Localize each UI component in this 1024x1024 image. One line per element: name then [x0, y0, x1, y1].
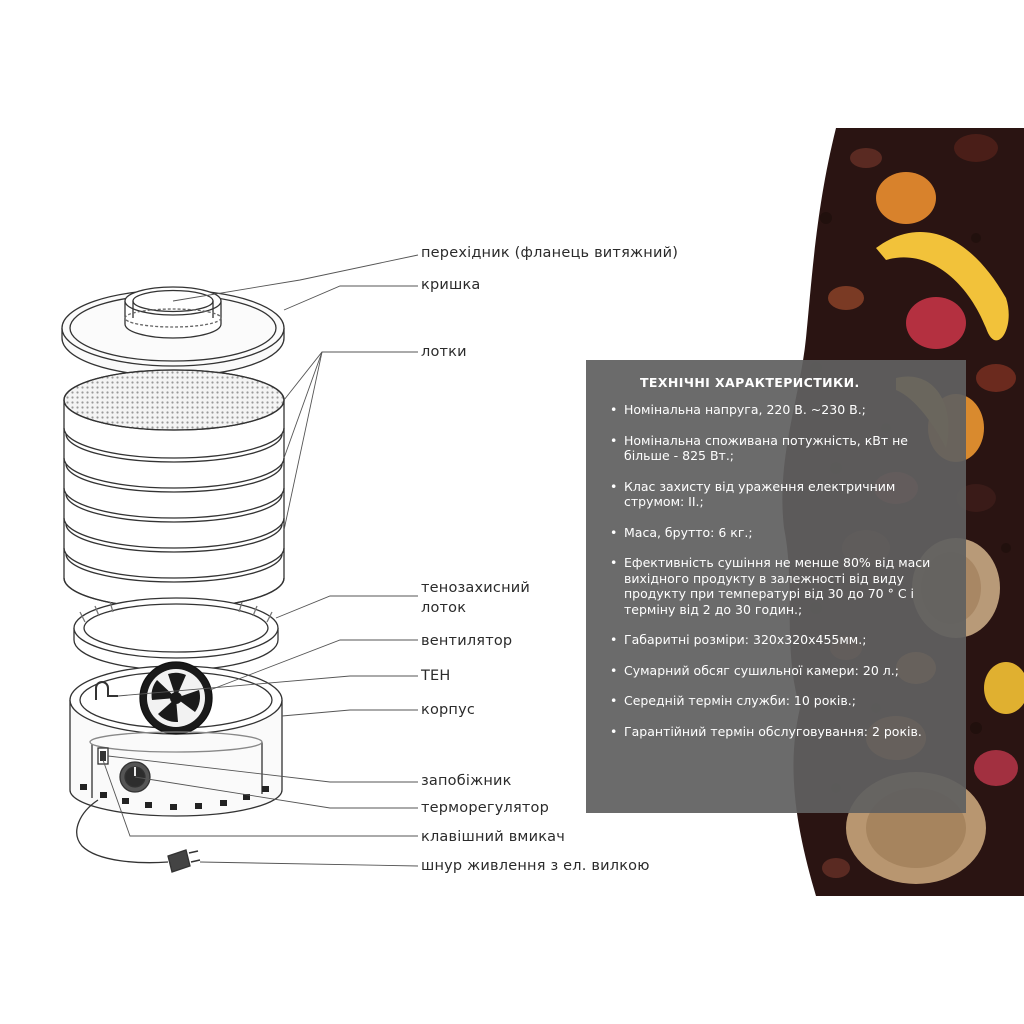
leader-lines — [102, 254, 419, 867]
label-lid: кришка — [421, 277, 481, 293]
spec-item: Гарантійний термін обслуговування: 2 рок… — [608, 724, 948, 740]
label-switch: клавішний вмикач — [421, 829, 566, 845]
label-heat-tray-line1: тенозахисний — [421, 580, 531, 596]
spec-item: Середній термін служби: 10 років.; — [608, 693, 948, 709]
label-fuse: запобіжник — [421, 773, 512, 789]
power-cord — [76, 799, 201, 873]
spec-item: Клас захисту від ураження електричним ст… — [608, 479, 948, 510]
label-adapter: перехідник (фланець витяжний) — [421, 245, 679, 261]
label-body: корпус — [421, 702, 476, 718]
label-heater: ТЕН — [421, 668, 451, 684]
label-cord: шнур живлення з ел. вилкою — [421, 858, 650, 874]
specifications-title: ТЕХНІЧНІ ХАРАКТЕРИСТИКИ. — [640, 375, 860, 390]
label-thermostat: терморегулятор — [421, 800, 550, 816]
label-heat-tray-line2: лоток — [421, 600, 467, 616]
specifications-list: Номінальна напруга, 220 В. ~230 В.; Номі… — [608, 402, 948, 739]
specifications-panel: ТЕХНІЧНІ ХАРАКТЕРИСТИКИ. Номінальна напр… — [586, 360, 966, 813]
spec-item: Номінальна споживана потужність, кВт не … — [608, 433, 948, 464]
spec-item: Габаритні розміри: 320х320х455мм.; — [608, 632, 948, 648]
spec-item: Сумарний обсяг сушильної камери: 20 л.; — [608, 663, 948, 679]
base-body — [69, 661, 283, 817]
spec-item: Ефективність сушіння не менше 80% від ма… — [608, 555, 948, 617]
label-trays: лотки — [421, 344, 467, 360]
spec-item: Номінальна напруга, 220 В. ~230 В.; — [608, 402, 948, 418]
spec-item: Маса, брутто: 6 кг.; — [608, 525, 948, 541]
heat-protection-tray — [73, 597, 279, 671]
adapter-flange — [124, 286, 222, 339]
label-fan: вентилятор — [421, 633, 513, 649]
trays — [63, 369, 285, 609]
